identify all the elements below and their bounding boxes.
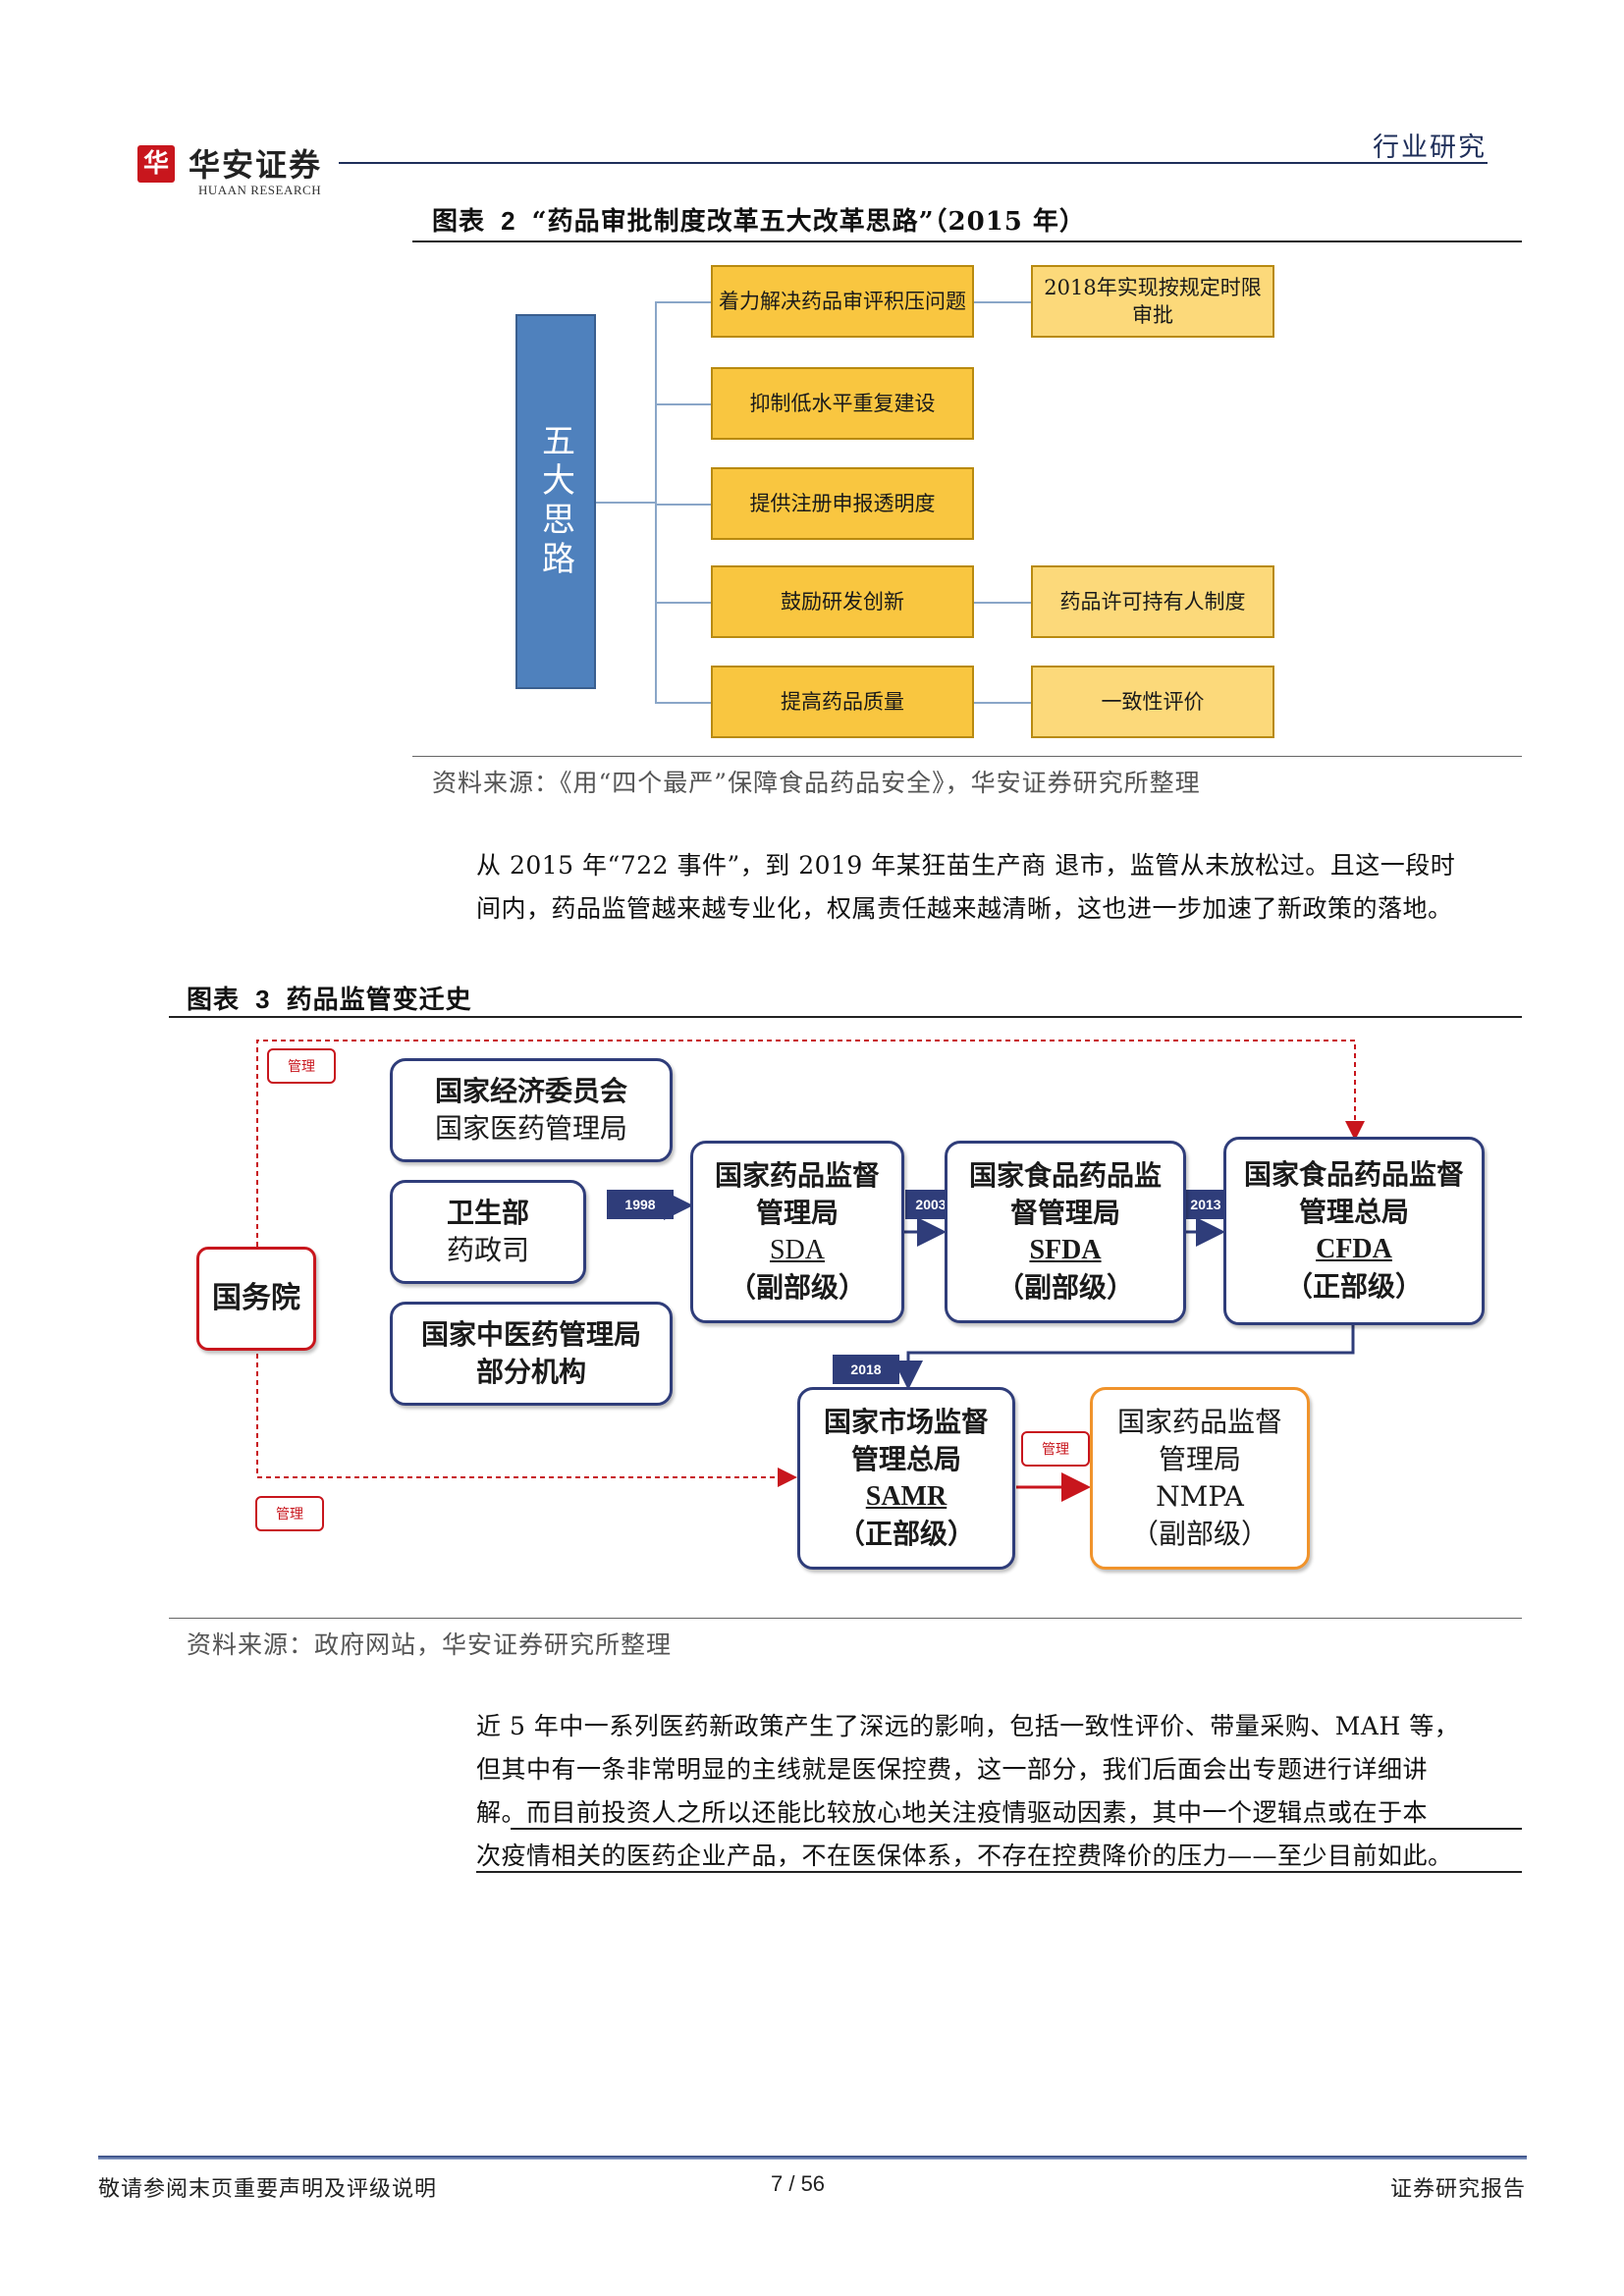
logo-text: 华安证券 [189,146,323,184]
mgmt-tag-top: 管理 [267,1048,336,1084]
paragraph-2-line: 近 5 年中一系列医药新政策产生了深远的影响，包括一致性评价、带量采购、MAH … [476,1712,1460,1740]
header-rule [339,162,1488,164]
source-box-title: 卫生部 [446,1197,529,1229]
connector [596,502,655,504]
paragraph-2-line: 次疫情相关的医药企业产品，不在医保体系，不存在控费降价的压力——至少目前如此。 [476,1842,1453,1870]
agency-name: 国家药品监督管理局 [714,1159,880,1229]
connector [655,403,711,405]
agency-level: （正部级） [1284,1270,1423,1303]
paragraph-1: 从 2015 年“722 事件”，到 2019 年某狂苗生产商 退市，监管从未放… [476,844,1527,931]
agency-level: （正部级） [837,1518,975,1550]
source-box-tcm-bureau: 国家中医药管理局部分机构 [390,1302,673,1406]
agency-abbr: SDA [769,1235,825,1265]
source-box-sub: 药政司 [446,1234,529,1266]
agency-box-cfda: 国家食品药品监督管理总局 CFDA （正部级） [1223,1137,1485,1325]
agency-box-sda: 国家药品监督管理局 SDA （副部级） [690,1141,904,1323]
source-box-economic-committee: 国家经济委员会 国家医药管理局 [390,1058,673,1162]
paragraph-2-line: 解。而目前投资人之所以还能比较放心地关注疫情驱动因素，其中一个逻辑点或在于本 [476,1798,1429,1827]
idea-box-1: 着力解决药品审评积压问题 [711,265,974,338]
connector [655,602,711,604]
mgmt-tag-bottom: 管理 [255,1496,324,1531]
year-tag-2013: 2013 [1180,1190,1231,1219]
page-number: 7 / 56 [771,2171,826,2196]
figure2-title-text: “药品审批制度改革五大改革思路”（2015 年） [531,207,1086,237]
agency-abbr: CFDA [1316,1234,1392,1264]
idea-box-4: 鼓励研发创新 [711,565,974,638]
figure3-top-rule [169,1016,1522,1018]
figure2-title: 图表 2 “药品审批制度改革五大改革思路”（2015 年） [432,201,1086,238]
idea-box-2: 抑制低水平重复建设 [711,367,974,440]
figure3-title-prefix: 图表 [187,986,241,1015]
agency-level: （副部级） [1130,1518,1269,1550]
figure3-title: 图表 3 药品监管变迁史 [187,980,472,1016]
figure2-title-num: 2 [501,206,516,236]
agency-abbr: SAMR [865,1481,947,1512]
connector [974,301,1031,303]
figure2-pillar: 五大思路 [515,314,596,689]
agency-name: 国家食品药品监督管理局 [968,1159,1162,1229]
figure2-bottom-rule [412,756,1522,757]
agency-name: 国家药品监督管理局 [1116,1406,1282,1475]
agency-box-samr: 国家市场监督管理总局 SAMR （正部级） [797,1387,1015,1570]
figure3-title-text: 药品监管变迁史 [286,986,472,1015]
outcome-box-1: 2018年实现按规定时限审批 [1031,265,1274,338]
logo-subtext: HUAAN RESEARCH [198,183,322,197]
source-box-title: 国家中医药管理局部分机构 [420,1318,641,1388]
figure2-source: 资料来源：《用“四个最严”保障食品药品安全》，华安证券研究所整理 [432,769,1201,797]
figure2-top-rule [412,240,1522,242]
year-tag-2018: 2018 [833,1355,899,1384]
mgmt-line-top [256,1040,1365,1247]
source-box-title: 国家经济委员会 [434,1075,627,1107]
agency-abbr: NMPA [1156,1480,1244,1513]
footer-disclaimer: 敬请参阅末页重要声明及评级说明 [98,2177,438,2202]
agency-name: 国家食品药品监督管理总局 [1243,1158,1464,1228]
agency-box-nmpa: 国家药品监督管理局 NMPA （副部级） [1090,1387,1310,1570]
idea-box-3: 提供注册申报透明度 [711,467,974,540]
section-label: 行业研究 [1373,133,1487,163]
footer-report-type: 证券研究报告 [1389,2177,1526,2202]
footer-rule [98,2156,1527,2160]
connector [974,602,1031,604]
underline-2 [476,1871,1522,1873]
connector [974,702,1031,704]
agency-level: （副部级） [728,1271,866,1304]
figure2-title-prefix: 图表 [432,207,486,237]
arrow-2018 [893,1325,1355,1390]
logo-mark: 华 [137,145,175,183]
agency-level: （副部级） [996,1271,1134,1304]
figure3-bottom-rule [169,1618,1522,1619]
connector [655,504,711,506]
idea-box-5: 提高药品质量 [711,666,974,738]
mgmt-tag-samr: 管理 [1021,1431,1090,1467]
figure3-source: 资料来源：政府网站，华安证券研究所整理 [187,1630,673,1659]
state-council-box: 国务院 [196,1247,316,1351]
source-box-health-ministry: 卫生部 药政司 [390,1180,586,1284]
mgmt-line-bottom [256,1345,797,1487]
year-tag-1998: 1998 [607,1190,674,1219]
agency-abbr: SFDA [1029,1235,1102,1265]
source-box-sub: 国家医药管理局 [434,1112,627,1145]
outcome-box-4: 药品许可持有人制度 [1031,565,1274,638]
connector [655,301,711,303]
paragraph-2-line: 但其中有一条非常明显的主线就是医保控费，这一部分，我们后面会出专题进行详细讲 [476,1755,1429,1784]
figure3-title-num: 3 [255,985,271,1014]
paragraph-2: 近 5 年中一系列医药新政策产生了深远的影响，包括一致性评价、带量采购、MAH … [476,1705,1527,1878]
paragraph-1-line: 间内，药品监管越来越专业化，权属责任越来越清晰，这也进一步加速了新政策的落地。 [476,894,1453,923]
connector [655,301,657,704]
connector [655,702,711,704]
agency-box-sfda: 国家食品药品监督管理局 SFDA （副部级） [945,1141,1186,1323]
underline-1 [511,1828,1522,1830]
paragraph-1-line: 从 2015 年“722 事件”，到 2019 年某狂苗生产商 退市，监管从未放… [476,851,1456,880]
agency-name: 国家市场监督管理总局 [823,1406,989,1475]
outcome-box-5: 一致性评价 [1031,666,1274,738]
